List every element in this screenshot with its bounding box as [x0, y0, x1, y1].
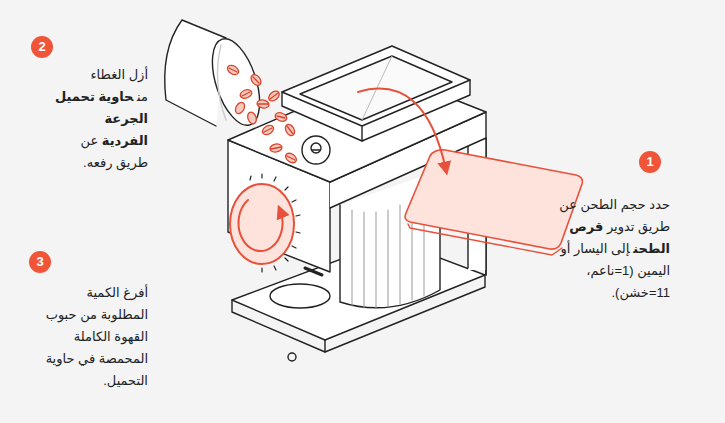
- removed-lid: [405, 150, 582, 249]
- grind-dial: [230, 174, 300, 272]
- grind-dial: [230, 184, 294, 264]
- top-hopper: [302, 136, 330, 164]
- lift-arrow: [358, 89, 446, 170]
- emphasis-text: حاوية تحميل الجرعة الفردية: [55, 89, 148, 148]
- base-plate: [270, 284, 330, 308]
- callout-number: 3: [29, 251, 51, 273]
- lift-arrow: [358, 89, 446, 170]
- callout-number: 2: [31, 36, 53, 58]
- coffee-beans: [226, 64, 298, 165]
- coffee-cup-hopper: [203, 33, 269, 131]
- top-hopper: [311, 143, 321, 153]
- base-plate: [288, 353, 296, 361]
- top-hopper: [282, 46, 470, 164]
- removed-lid: [405, 150, 582, 255]
- base-plate: [324, 340, 325, 352]
- coffee-beans: [246, 111, 258, 125]
- coffee-cup-hopper: [217, 45, 226, 120]
- instruction-text: أزل الغطاء منحاوية تحميل الجرعة الفرديةع…: [48, 64, 148, 174]
- callout-number: 1: [639, 151, 661, 173]
- instruction-line: أفرغ الكمية المطلوبة من حبوب القهوة الكا…: [46, 285, 148, 388]
- instruction-text: حدد حجم الطحن عن طريق تدويرقرص الطحنإلى …: [538, 194, 670, 304]
- coffee-cup-hopper: [165, 20, 269, 131]
- coffee-beans: [229, 68, 295, 160]
- top-hopper: [282, 46, 470, 141]
- grind-dial: [250, 174, 300, 272]
- motor-housing: [305, 268, 322, 275]
- coffee-cup-hopper: [165, 20, 226, 126]
- top-hopper: [312, 149, 320, 150]
- grind-dial: [239, 200, 283, 251]
- coffee-beans: [234, 101, 247, 115]
- instruction-text: أفرغ الكمية المطلوبة من حبوب القهوة الكا…: [44, 282, 148, 392]
- grind-dial: [250, 174, 300, 272]
- removed-lid: [408, 224, 562, 255]
